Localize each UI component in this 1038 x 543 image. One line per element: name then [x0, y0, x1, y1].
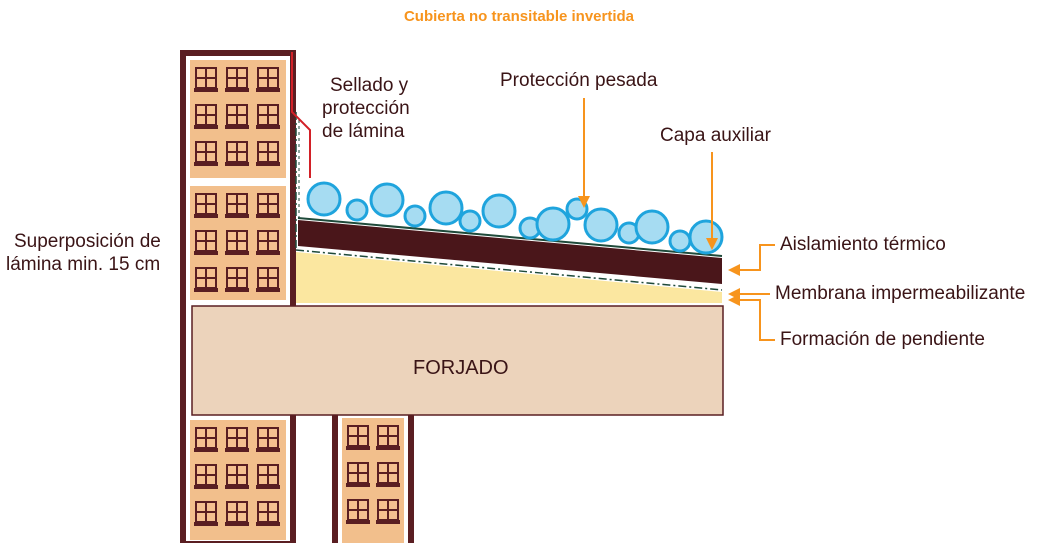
window: [346, 425, 370, 450]
window: [194, 67, 218, 92]
lower-building-windows: [342, 418, 404, 543]
window: [194, 464, 218, 489]
window: [225, 104, 249, 129]
gravel-stone: [583, 207, 619, 243]
leader-formacion: [732, 299, 775, 341]
gravel-stone: [634, 209, 670, 245]
gravel-stone: [403, 204, 427, 228]
window: [194, 427, 218, 452]
window: [376, 462, 400, 487]
window: [225, 67, 249, 92]
window: [256, 193, 280, 218]
window: [225, 141, 249, 166]
label-superposicion-line2: lámina min. 15 cm: [6, 254, 161, 275]
sealant-strip: [291, 52, 311, 178]
window: [194, 230, 218, 255]
diagram-title: Cubierta no transitable invertida: [403, 8, 635, 25]
window: [194, 104, 218, 129]
window: [225, 427, 249, 452]
label-capa-auxiliar: Capa auxiliar: [660, 125, 771, 146]
window: [256, 141, 280, 166]
window: [225, 501, 249, 526]
window: [225, 193, 249, 218]
window: [256, 464, 280, 489]
thermal-insulation: [298, 220, 722, 284]
label-proteccion-pesada: Protección pesada: [500, 70, 658, 91]
forjado-slab: [191, 305, 724, 416]
leader-aislamiento: [732, 244, 775, 271]
window: [194, 141, 218, 166]
gravel-stone: [535, 206, 571, 242]
window: [376, 425, 400, 450]
window: [225, 230, 249, 255]
window: [256, 427, 280, 452]
label-sellado-line3: de lámina: [322, 121, 405, 142]
window: [256, 501, 280, 526]
gravel-stone: [688, 219, 724, 255]
heavy-protection-gravel: [306, 181, 724, 255]
slope-formation: [296, 252, 722, 303]
window: [194, 501, 218, 526]
left-building: [180, 50, 296, 543]
window: [194, 193, 218, 218]
window: [225, 267, 249, 292]
window: [194, 267, 218, 292]
label-sellado-line2: protección: [322, 98, 410, 119]
label-membrana: Membrana impermeabilizante: [775, 283, 1026, 304]
gravel-stone: [668, 229, 692, 253]
window: [256, 267, 280, 292]
gravel-stone: [481, 193, 517, 229]
gravel-stone: [458, 209, 482, 233]
auxiliary-layer: [297, 217, 723, 257]
label-forjado: FORJADO: [413, 357, 509, 379]
left-building-windows: [190, 60, 286, 540]
window: [346, 462, 370, 487]
window: [256, 67, 280, 92]
window: [256, 104, 280, 129]
label-aislamiento: Aislamiento térmico: [780, 234, 946, 255]
window: [346, 499, 370, 524]
gravel-stone: [345, 198, 369, 222]
lower-building: [332, 410, 414, 543]
label-sellado-line1: Sellado y: [330, 75, 409, 96]
gravel-stone: [306, 181, 342, 217]
label-formacion: Formación de pendiente: [780, 329, 985, 350]
window: [376, 499, 400, 524]
gravel-stone: [369, 182, 405, 218]
window: [225, 464, 249, 489]
gravel-stone: [428, 190, 464, 226]
window: [256, 230, 280, 255]
label-superposicion-line1: Superposición de: [14, 231, 161, 252]
waterproof-membrane: [295, 249, 723, 291]
